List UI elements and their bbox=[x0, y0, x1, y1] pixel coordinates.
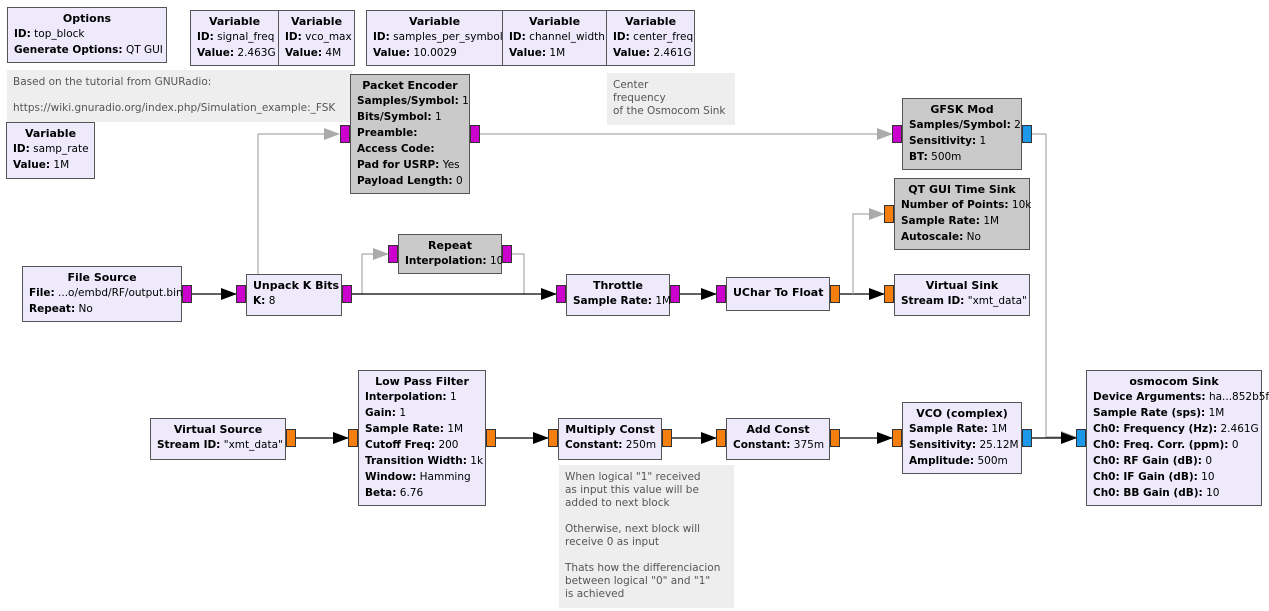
block-virtual-source[interactable]: Virtual Source Stream ID: "xmt_data" bbox=[150, 418, 286, 460]
port-vco-out[interactable] bbox=[1022, 429, 1032, 447]
port-lpf-out[interactable] bbox=[486, 429, 496, 447]
note-center-frequency: Center frequency of the Osmocom Sink bbox=[607, 73, 735, 125]
port-osmocom-in[interactable] bbox=[1076, 429, 1086, 447]
port-uchar-out[interactable] bbox=[830, 285, 840, 303]
wire-repeat-throttle bbox=[512, 253, 525, 294]
block-file-source[interactable]: File Source File: ...o/embd/RF/output.bi… bbox=[22, 266, 183, 322]
block-variable-vco-max[interactable]: Variable ID: vco_max Value: 4M bbox=[278, 10, 355, 66]
block-gfsk-mod[interactable]: GFSK Mod Samples/Symbol: 2 Sensitivity: … bbox=[902, 98, 1022, 170]
block-vco-complex[interactable]: VCO (complex) Sample Rate: 1M Sensitivit… bbox=[902, 402, 1022, 474]
block-unpack-k-bits[interactable]: Unpack K Bits K: 8 bbox=[246, 274, 342, 316]
port-add-out[interactable] bbox=[830, 429, 840, 447]
port-add-in[interactable] bbox=[716, 429, 726, 447]
note-tutorial: Based on the tutorial from GNURadio: htt… bbox=[7, 70, 352, 122]
note-logic-explanation: When logical "1" received as input this … bbox=[559, 465, 734, 608]
block-multiply-const[interactable]: Multiply Const Constant: 250m bbox=[558, 418, 662, 460]
block-variable-center-freq[interactable]: Variable ID: center_freq Value: 2.461G bbox=[606, 10, 695, 66]
port-unpack-out[interactable] bbox=[342, 285, 352, 303]
port-file-source-out[interactable] bbox=[182, 285, 192, 303]
block-packet-encoder[interactable]: Packet Encoder Samples/Symbol: 1 Bits/Sy… bbox=[350, 74, 470, 194]
wire-unpack-repeat bbox=[352, 248, 389, 295]
block-variable-channel-width[interactable]: Variable ID: channel_width Value: 1M bbox=[502, 10, 607, 66]
block-low-pass-filter[interactable]: Low Pass Filter Interpolation: 1 Gain: 1… bbox=[358, 370, 486, 506]
wire-gfsk-osmocom bbox=[1032, 133, 1077, 443]
port-packet-encoder-out[interactable] bbox=[470, 125, 480, 143]
port-repeat-out[interactable] bbox=[502, 245, 512, 263]
port-virtual-source-out[interactable] bbox=[286, 429, 296, 447]
block-virtual-sink[interactable]: Virtual Sink Stream ID: "xmt_data" bbox=[894, 274, 1030, 316]
port-packet-encoder-in[interactable] bbox=[340, 125, 350, 143]
wire-unpack-packet-encoder bbox=[257, 128, 340, 287]
port-unpack-in[interactable] bbox=[236, 285, 246, 303]
port-repeat-in[interactable] bbox=[388, 245, 398, 263]
block-variable-signal-freq[interactable]: Variable ID: signal_freq Value: 2.463G bbox=[190, 10, 279, 66]
port-virtual-sink-in[interactable] bbox=[884, 285, 894, 303]
port-uchar-in[interactable] bbox=[716, 285, 726, 303]
port-gfsk-out[interactable] bbox=[1022, 125, 1032, 143]
port-multiply-out[interactable] bbox=[662, 429, 672, 447]
block-add-const[interactable]: Add Const Constant: 375m bbox=[726, 418, 830, 460]
block-qt-gui-time-sink[interactable]: QT GUI Time Sink Number of Points: 10k S… bbox=[894, 178, 1031, 250]
block-throttle[interactable]: Throttle Sample Rate: 1M bbox=[566, 274, 671, 316]
block-variable-samples-per-symbol[interactable]: Variable ID: samples_per_symbol Value: 1… bbox=[366, 10, 503, 66]
block-variable-samp-rate[interactable]: Variable ID: samp_rate Value: 1M bbox=[6, 122, 95, 179]
port-gfsk-in[interactable] bbox=[892, 125, 902, 143]
block-options[interactable]: Options ID: top_block Generate Options: … bbox=[7, 7, 167, 63]
block-osmocom-sink[interactable]: osmocom Sink Device Arguments: ha...852b… bbox=[1086, 370, 1269, 506]
block-repeat[interactable]: Repeat Interpolation: 10 bbox=[398, 234, 503, 274]
port-throttle-out[interactable] bbox=[670, 285, 680, 303]
port-time-sink-in[interactable] bbox=[884, 205, 894, 223]
port-lpf-in[interactable] bbox=[348, 429, 358, 447]
block-uchar-to-float[interactable]: UChar To Float bbox=[726, 277, 830, 311]
port-multiply-in[interactable] bbox=[548, 429, 558, 447]
wire-uchar-time-sink bbox=[852, 208, 885, 294]
port-throttle-in[interactable] bbox=[556, 285, 566, 303]
port-vco-in[interactable] bbox=[892, 429, 902, 447]
